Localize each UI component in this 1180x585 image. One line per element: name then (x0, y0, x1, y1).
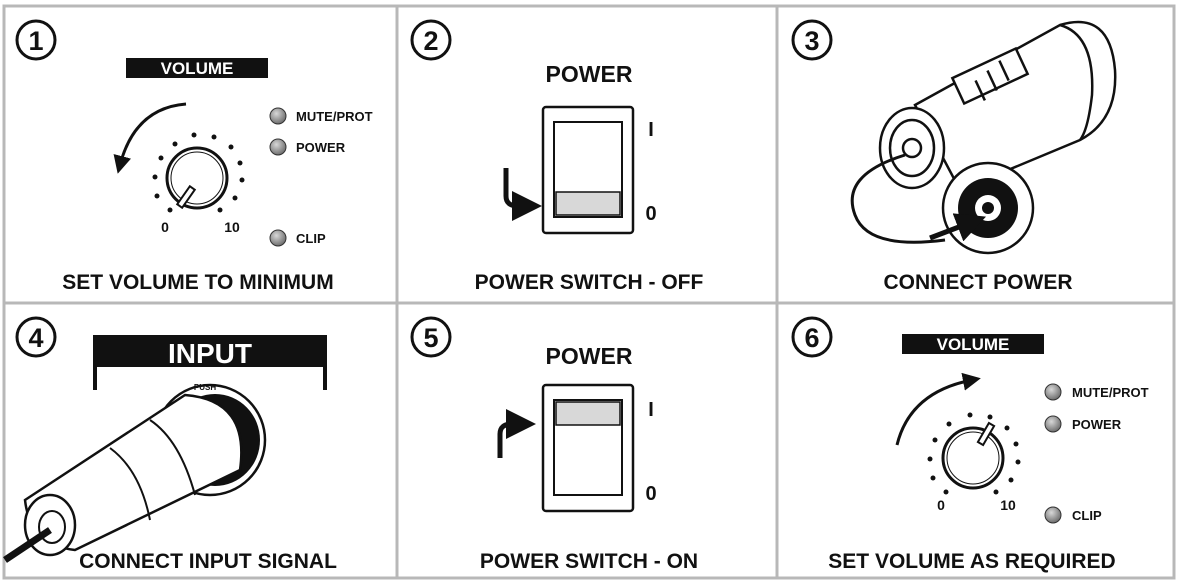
panel-4: 4 INPUT PUSH CONNECT INPUT SIGNAL (3, 316, 337, 573)
step-number: 1 (28, 26, 43, 56)
switch-on-mark: I (648, 399, 654, 421)
knob-tick-dots (152, 132, 245, 213)
led-label: POWER (296, 140, 346, 155)
volume-knob-inner (946, 431, 1000, 485)
input-label-bar (95, 337, 325, 367)
power-cable (850, 153, 946, 244)
led-clip (1044, 506, 1062, 524)
step-caption: POWER SWITCH - OFF (475, 271, 704, 294)
rocker-pressed-segment (555, 191, 621, 216)
input-cable (3, 527, 52, 563)
led-label: POWER (1072, 417, 1122, 432)
knob-pointer (976, 421, 996, 447)
step-number: 3 (804, 26, 819, 56)
knob-pointer (175, 184, 197, 210)
knob-tick-dots (927, 412, 1021, 495)
push-label: PUSH (194, 383, 216, 392)
led-mute-prot (269, 107, 287, 125)
step-caption: POWER SWITCH - ON (480, 550, 698, 573)
led-clip (269, 229, 287, 247)
panel-grid (2, 4, 1176, 580)
input-label: INPUT (168, 338, 252, 369)
step-number-badge (791, 19, 833, 61)
switch-off-mark: 0 (645, 483, 656, 505)
step-number-badge (15, 316, 57, 358)
rotate-ccw-arrow (113, 102, 187, 174)
step-number: 4 (28, 323, 43, 353)
panel-6: 6 VOLUME 0 10 MUTE/PROT POWER CLIP SET V… (791, 316, 1149, 573)
power-plug-connector (878, 20, 1117, 192)
led-power (1044, 415, 1062, 433)
step-number-badge (791, 316, 833, 358)
press-up-arrow (497, 409, 536, 458)
step-number: 2 (423, 26, 438, 56)
rocker-pressed-segment (555, 401, 621, 426)
step-number-badge (410, 316, 452, 358)
volume-label-bar (126, 58, 268, 78)
step-number: 6 (804, 323, 819, 353)
xlr-plug-seam (109, 447, 151, 521)
connect-arrow (929, 213, 987, 242)
step-caption: SET VOLUME AS REQUIRED (828, 550, 1115, 573)
led-label: CLIP (1072, 508, 1102, 523)
volume-label: VOLUME (937, 335, 1010, 354)
led-power (269, 138, 287, 156)
led-mute-prot (1044, 383, 1062, 401)
knob-max-label: 10 (1000, 497, 1016, 513)
step-number: 5 (423, 323, 438, 353)
volume-knob[interactable] (941, 426, 1005, 490)
volume-label: VOLUME (161, 59, 234, 78)
switch-on-mark: I (648, 119, 654, 141)
switch-off-mark: 0 (645, 203, 656, 225)
step-caption: CONNECT INPUT SIGNAL (79, 550, 337, 573)
knob-min-label: 0 (161, 219, 169, 235)
rotate-cw-arrow (895, 372, 981, 446)
panel-1: 1 VOLUME 0 10 MUTE/PROT POWER CLIP SET V… (15, 19, 373, 294)
press-down-arrow (503, 168, 542, 221)
led-label: MUTE/PROT (296, 109, 373, 124)
volume-knob[interactable] (165, 146, 229, 210)
xlr-plug-seam (149, 419, 196, 496)
led-label: CLIP (296, 231, 326, 246)
power-label: POWER (546, 343, 633, 369)
led-label: MUTE/PROT (1072, 385, 1149, 400)
panel-3: 3 CONNECT POWER (791, 19, 1117, 294)
step-number-badge (410, 19, 452, 61)
step-caption: SET VOLUME TO MINIMUM (62, 271, 333, 294)
step-caption: CONNECT POWER (884, 271, 1073, 294)
knob-max-label: 10 (224, 219, 240, 235)
power-socket-pin (982, 202, 994, 214)
knob-min-label: 0 (937, 497, 945, 513)
panel-2: 2 POWER I 0 POWER SWITCH - OFF (410, 19, 704, 294)
volume-knob-inner (170, 151, 224, 205)
panel-5: 5 POWER I 0 POWER SWITCH - ON (410, 316, 698, 573)
volume-label-bar (902, 334, 1044, 354)
power-label: POWER (546, 61, 633, 87)
step-number-badge (15, 19, 57, 61)
